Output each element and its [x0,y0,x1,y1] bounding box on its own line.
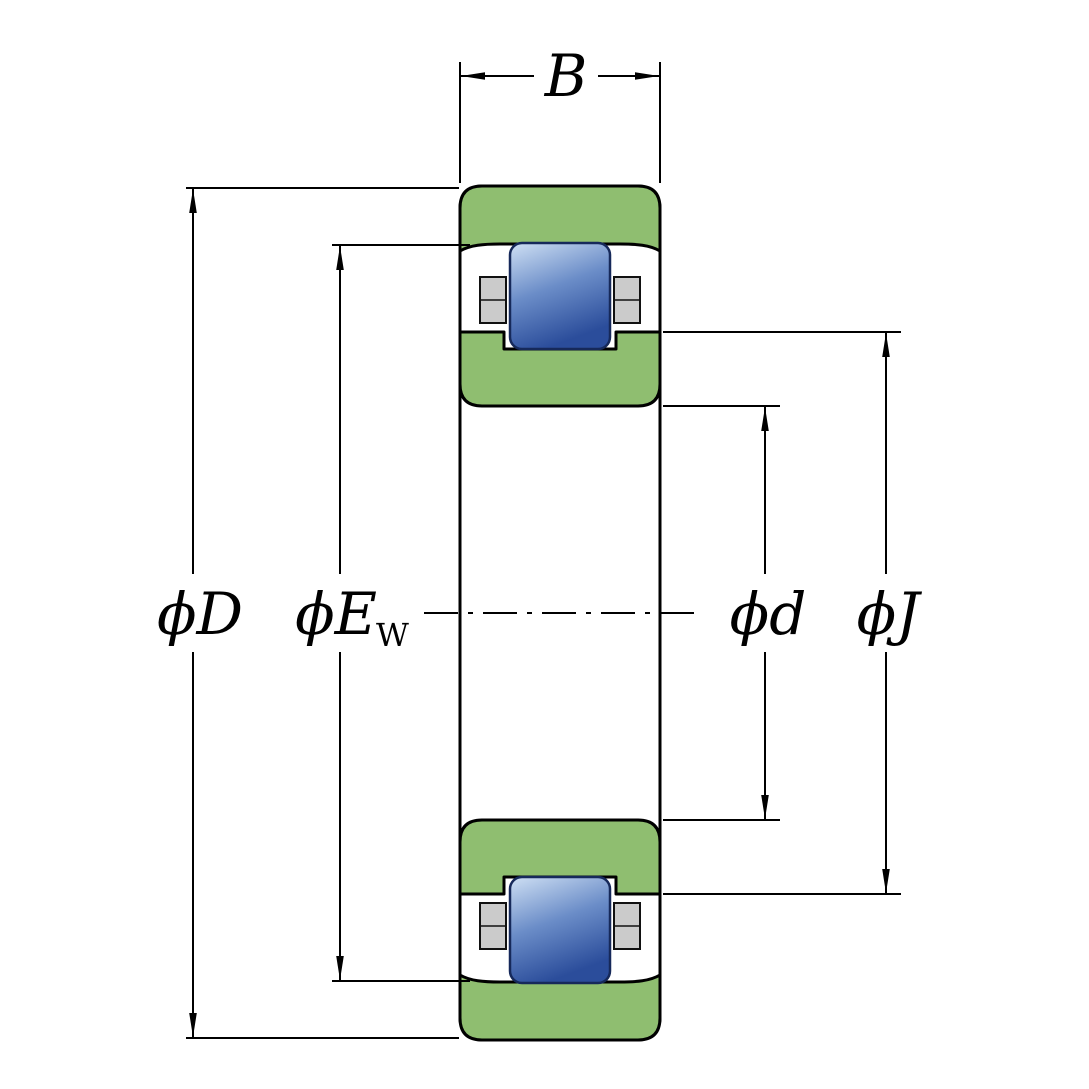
cage-top-left [479,276,507,324]
dim-label-phi-J: ϕJ [857,580,923,648]
arrowhead-up [761,407,769,431]
cage-top-right [613,276,641,324]
roller-top [508,241,612,351]
dim-label-phi-D: ϕD [157,580,243,648]
label-backing [282,574,422,652]
dim-label-B: B [544,42,588,110]
inner-ring-bottom [458,818,662,896]
dim-label-phi-d: ϕd [730,580,807,648]
arrowhead-up [336,246,344,270]
arrowhead-down [882,869,890,893]
arrowhead-up [189,189,197,213]
cage-bottom-right [613,902,641,950]
dim-label-phi-E: ϕE [295,580,377,648]
arrowhead-right [635,72,659,80]
label-backing [730,574,810,652]
roller-bottom [508,875,612,985]
label-backing [156,574,244,652]
outer-ring-top [458,184,662,253]
dimension-phi-Ew: ϕE W [282,244,470,982]
cage-bottom-left [479,902,507,950]
dimension-phi-D: ϕD [156,187,459,1039]
outer-ring-bottom [458,973,662,1042]
arrowhead-down [761,795,769,819]
dim-label-phi-E-subscript: W [376,616,409,654]
arrowhead-left [461,72,485,80]
label-backing [848,574,930,652]
arrowhead-up [882,333,890,357]
dimension-phi-J: ϕJ [663,331,930,895]
dimension-B: B [459,42,661,183]
arrowhead-down [189,1013,197,1037]
dimension-phi-d: ϕd [663,405,810,821]
inner-ring-top [458,330,662,408]
arrowhead-down [336,956,344,980]
